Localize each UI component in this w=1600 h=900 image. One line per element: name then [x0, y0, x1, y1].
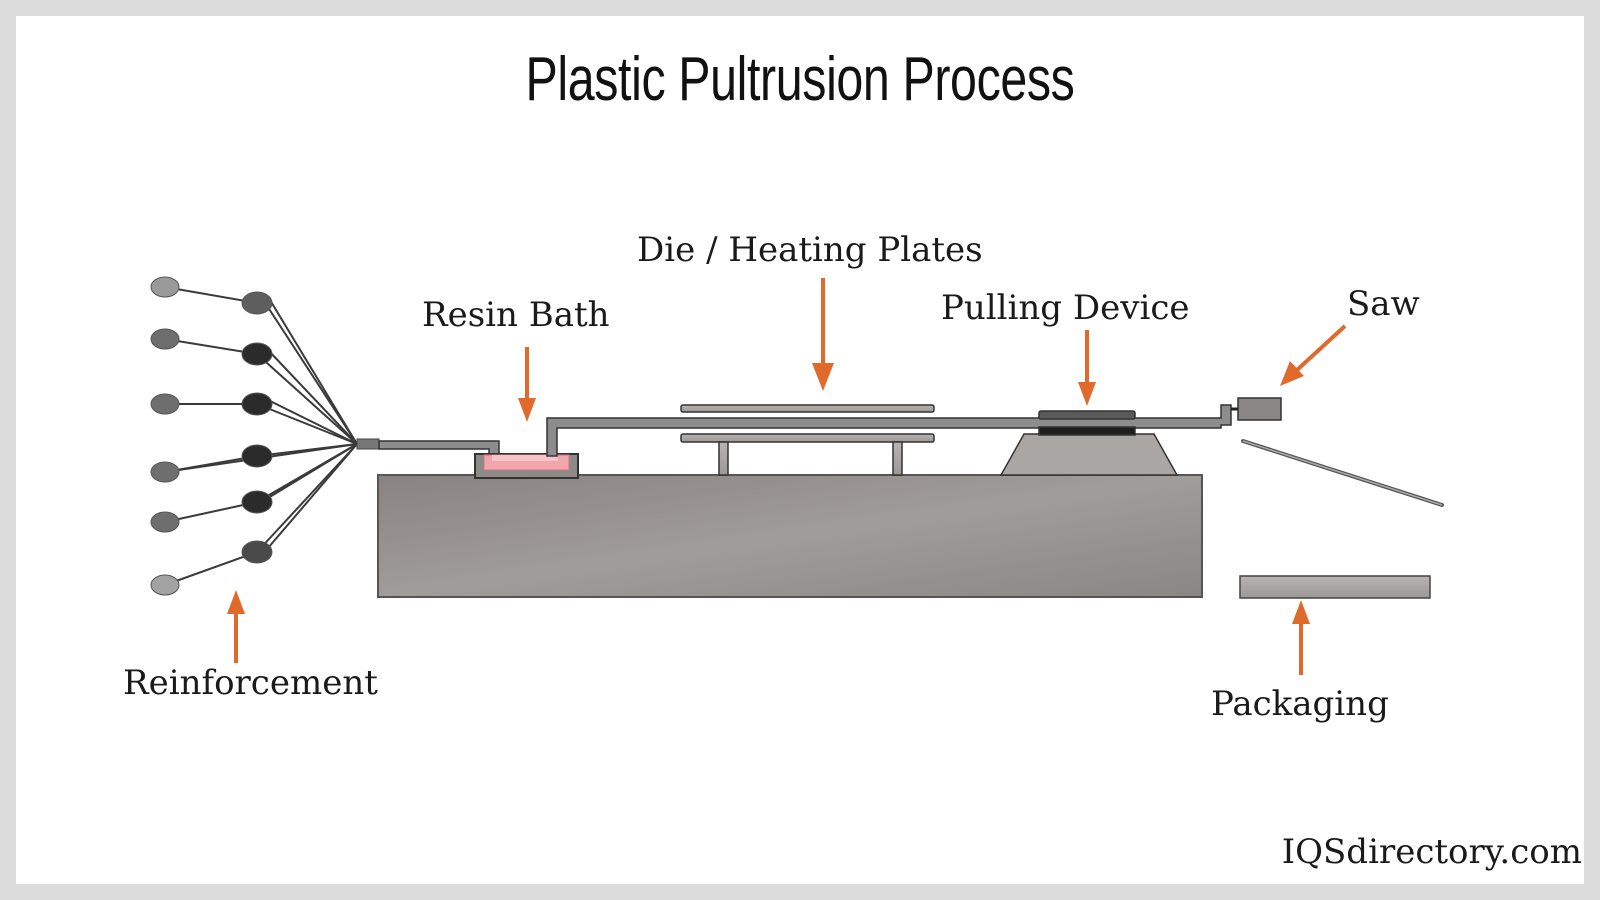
- spool: [241, 444, 273, 468]
- spool: [150, 574, 180, 596]
- spool: [150, 393, 180, 415]
- spool: [241, 342, 273, 366]
- feed-line: [378, 440, 500, 455]
- arrow-die: [812, 278, 834, 391]
- saw: [1237, 397, 1282, 421]
- fiber-lines: [164, 286, 358, 586]
- spool: [241, 392, 273, 416]
- arrow-packaging: [1292, 600, 1310, 675]
- diagram-title: Plastic Pultrusion Process: [525, 45, 1075, 114]
- pulling-device: [999, 410, 1179, 476]
- reinforcement-spools: [150, 276, 273, 596]
- cut-profile-highlight: [1242, 440, 1443, 506]
- diagram-card: [16, 16, 1584, 884]
- spool: [241, 490, 273, 514]
- arrow-pulling-device: [1078, 330, 1096, 406]
- spool: [150, 461, 180, 483]
- label-packaging: Packaging: [1211, 684, 1389, 724]
- arrows: [227, 278, 1347, 675]
- spool: [150, 511, 180, 533]
- machine-base: [377, 474, 1203, 598]
- guide-block: [356, 438, 380, 450]
- label-reinforcement: Reinforcement: [123, 663, 378, 703]
- arrow-resin-bath: [518, 347, 536, 422]
- spool: [241, 291, 273, 315]
- spool: [241, 540, 273, 564]
- arrow-reinforcement: [227, 590, 245, 663]
- label-saw: Saw: [1347, 284, 1420, 324]
- profile-line: [546, 404, 1232, 457]
- watermark: IQSdirectory.com: [1281, 832, 1582, 872]
- resin-bath: [474, 453, 579, 479]
- spool: [150, 276, 180, 298]
- spool: [150, 328, 180, 350]
- label-die-heating-plates: Die / Heating Plates: [637, 230, 983, 270]
- packaging-tray: [1239, 575, 1431, 599]
- heating-plates: [680, 404, 935, 476]
- label-resin-bath: Resin Bath: [422, 295, 610, 335]
- label-pulling-device: Pulling Device: [941, 288, 1190, 328]
- arrow-saw: [1280, 324, 1347, 386]
